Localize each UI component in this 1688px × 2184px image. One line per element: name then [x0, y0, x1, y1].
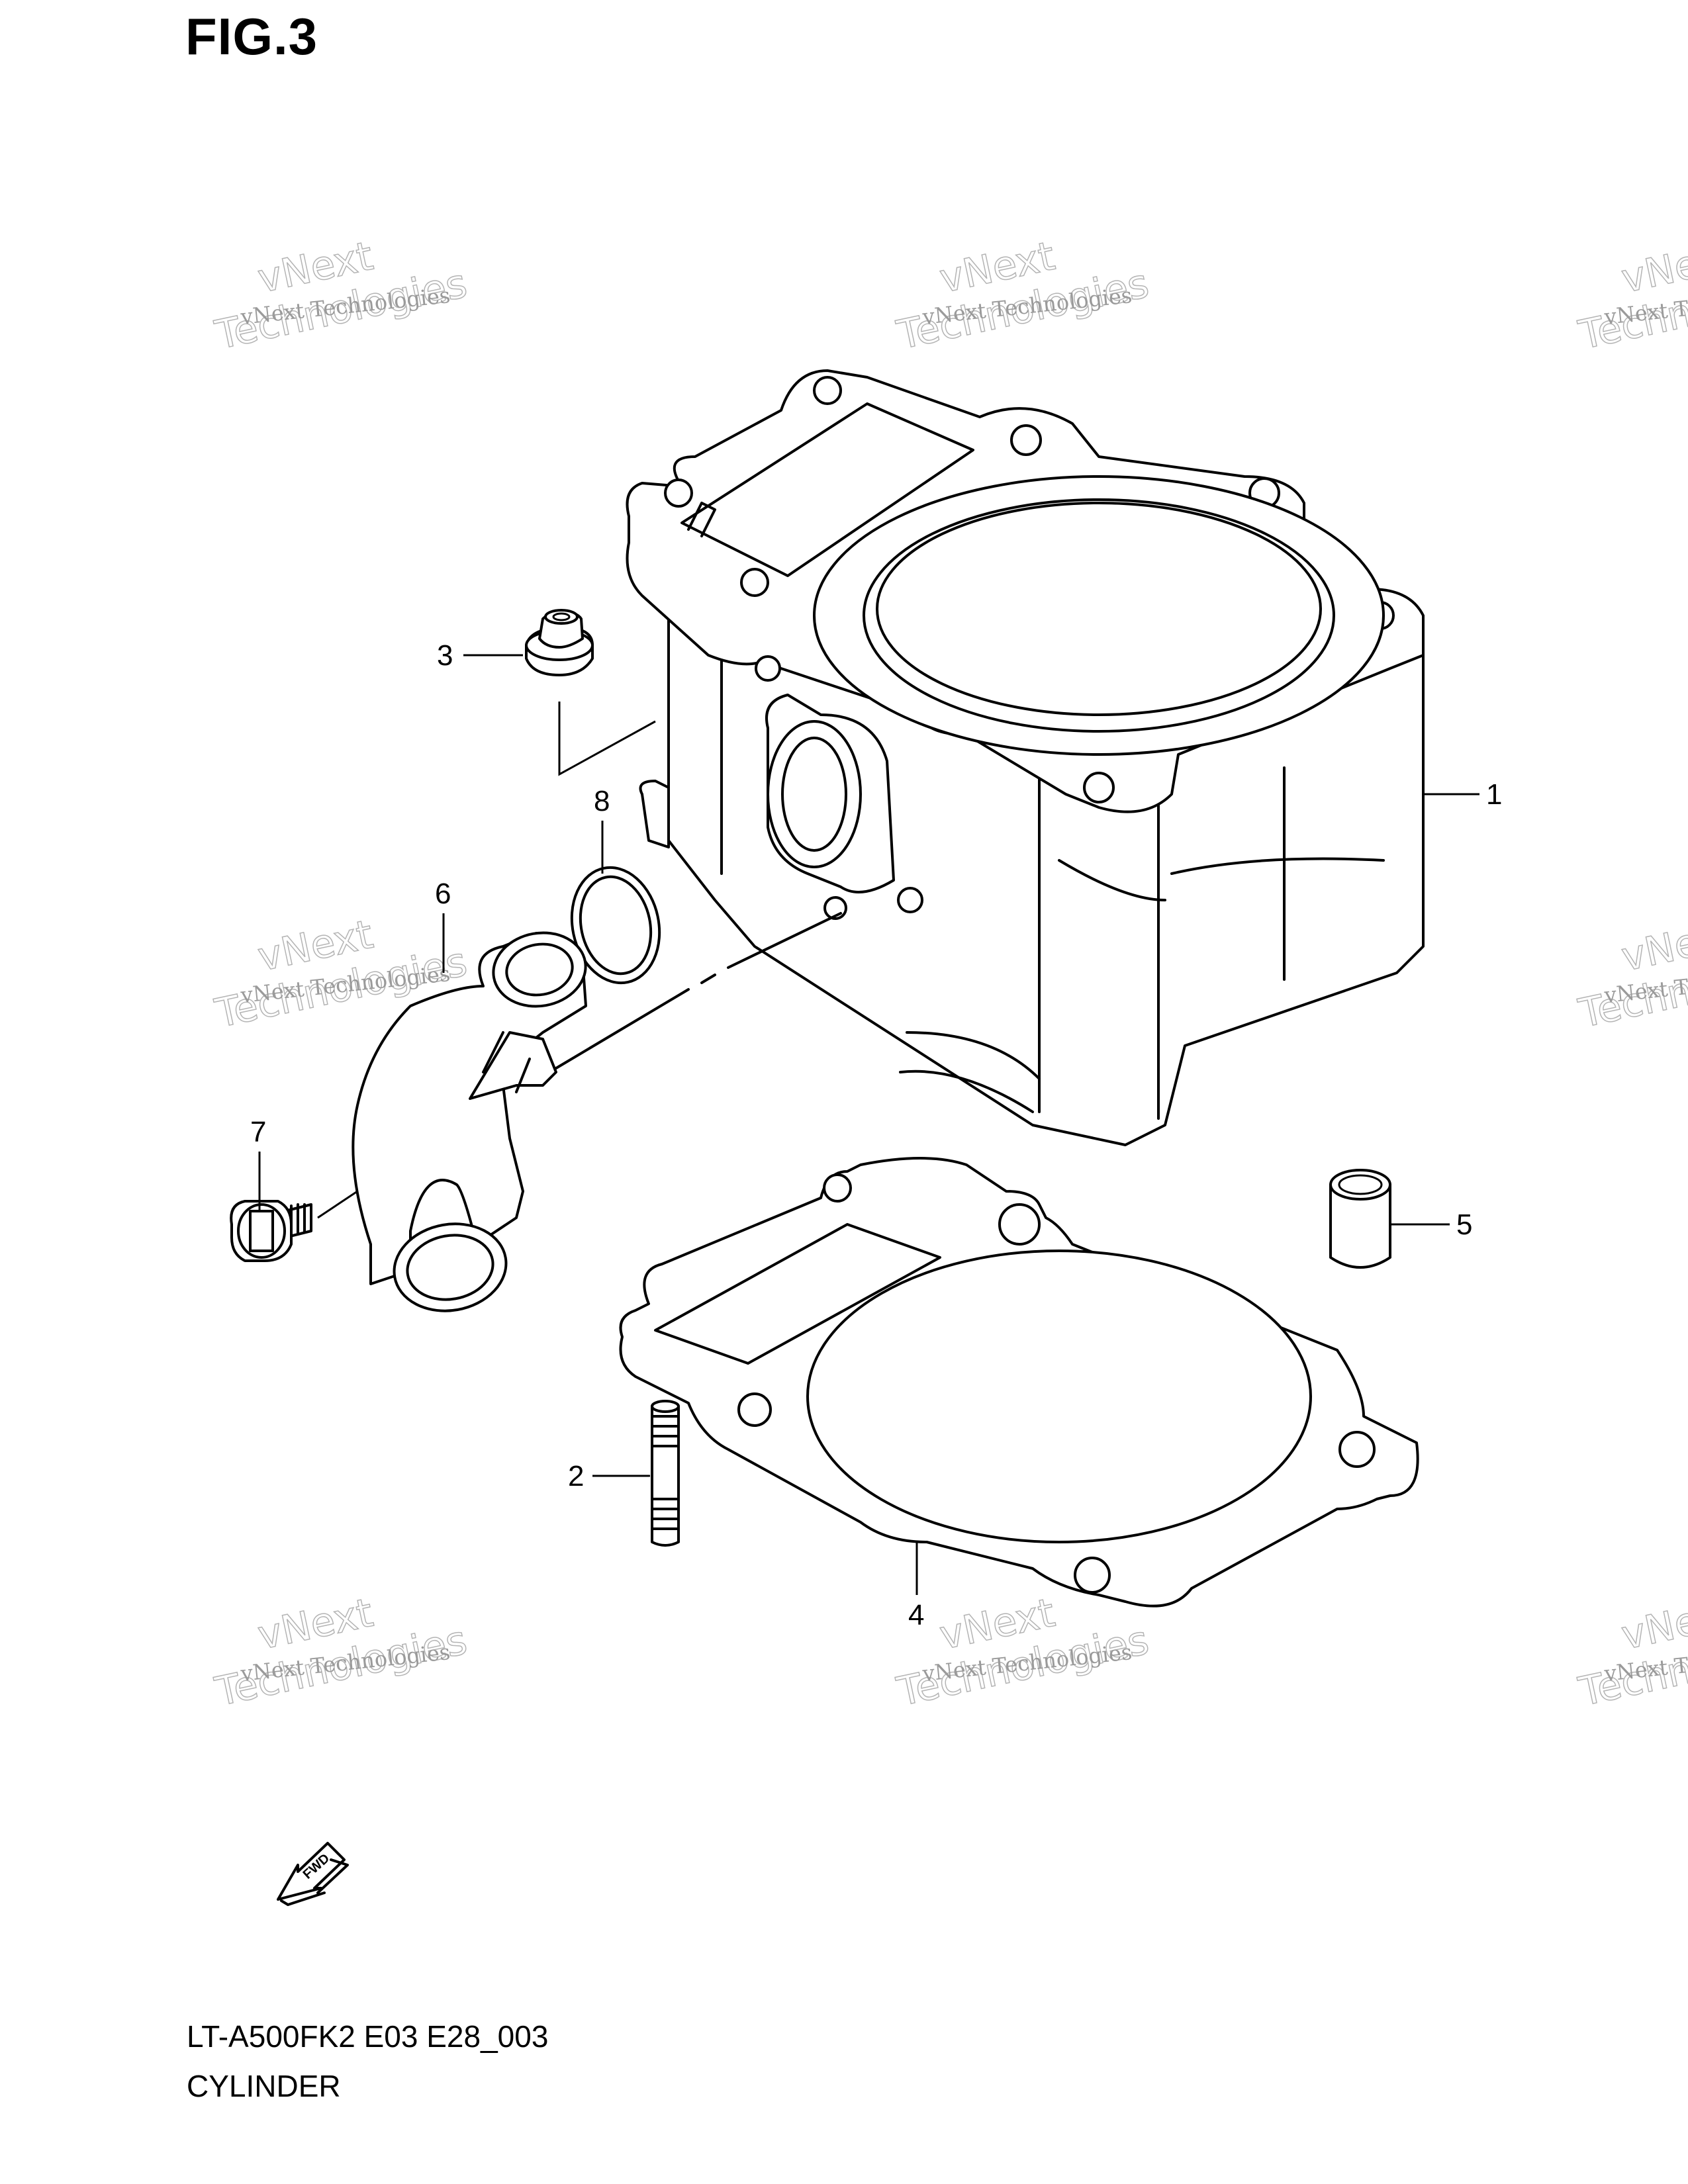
nut	[525, 609, 594, 676]
stud	[651, 1400, 680, 1547]
callout-number-4: 4	[908, 1599, 924, 1631]
callout-number-2: 2	[568, 1460, 584, 1492]
callout-number-6: 6	[435, 878, 451, 910]
callout-number-7: 7	[250, 1116, 266, 1148]
leader-line-3b	[558, 702, 656, 776]
callout-number-5: 5	[1456, 1208, 1472, 1241]
callout-number-8: 8	[594, 785, 610, 817]
dowel-pin	[1329, 1169, 1391, 1269]
callout-number-1: 1	[1486, 778, 1502, 811]
cylinder-gasket	[619, 1157, 1419, 1608]
leader-line-7b	[317, 1190, 358, 1219]
model-code: LT-A500FK2 E03 E28_003	[187, 2019, 549, 2054]
o-ring	[570, 866, 661, 985]
alignment-line	[548, 912, 842, 1073]
cylinder-block	[626, 369, 1425, 1146]
bolt	[230, 1200, 312, 1262]
figure-title: FIG.3	[185, 7, 318, 66]
callout-number-3: 3	[437, 639, 453, 672]
fwd-arrow-icon: FWD	[277, 1842, 349, 1906]
section-name: CYLINDER	[187, 2069, 341, 2103]
water-inlet-pipe	[352, 931, 587, 1312]
